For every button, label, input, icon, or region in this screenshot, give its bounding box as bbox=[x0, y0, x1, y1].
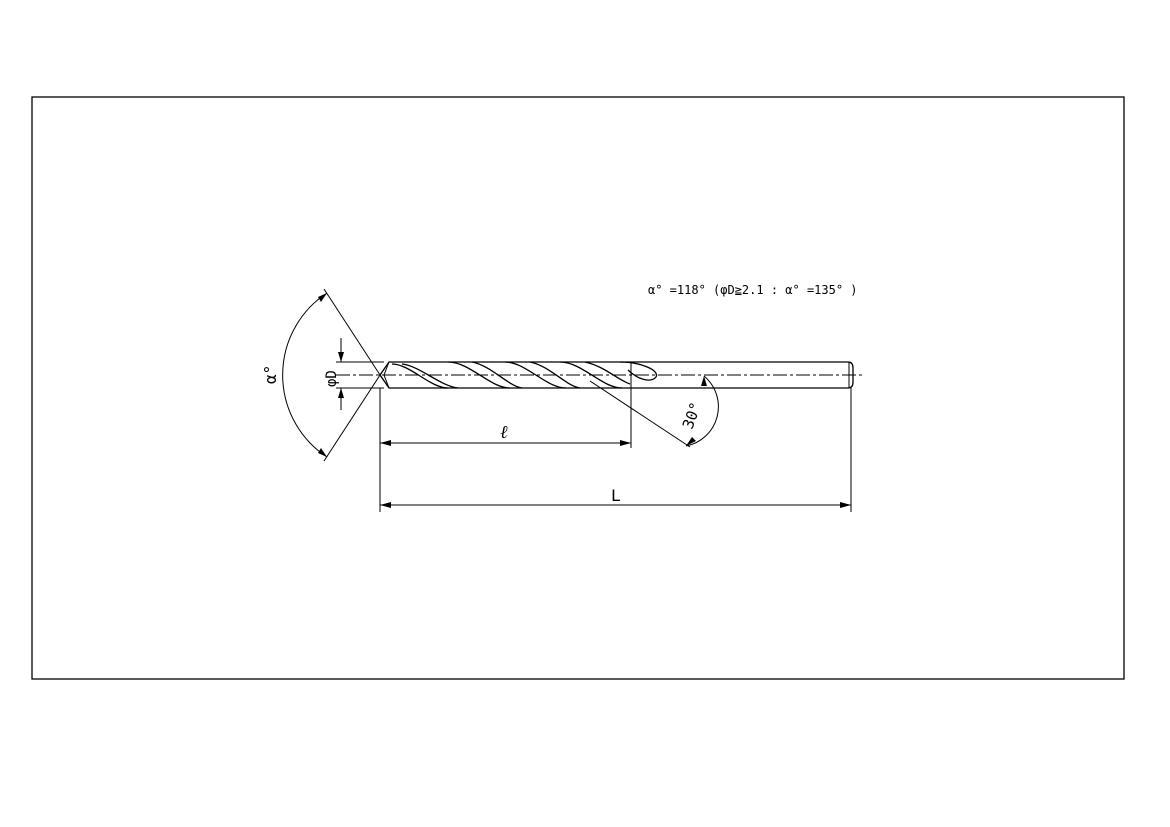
diameter-dimension: φD bbox=[324, 338, 384, 410]
drill-body bbox=[379, 361, 854, 389]
point-angle-note: α° =118° (φD≧2.1 : α° =135° ) bbox=[648, 283, 858, 297]
point-angle-label: α° bbox=[261, 365, 280, 384]
helix-angle-label: 30° bbox=[679, 400, 705, 432]
point-angle-dimension: α° bbox=[261, 288, 383, 462]
drawing-border bbox=[31, 96, 1125, 680]
helix-angle-dimension: 30° bbox=[589, 375, 719, 448]
flute-length-dimension: ℓ bbox=[379, 388, 632, 512]
diameter-label: φD bbox=[324, 370, 340, 387]
overall-length-dimension: L bbox=[380, 388, 852, 512]
overall-length-label: L bbox=[611, 486, 621, 505]
flute-length-label: ℓ bbox=[500, 422, 508, 443]
